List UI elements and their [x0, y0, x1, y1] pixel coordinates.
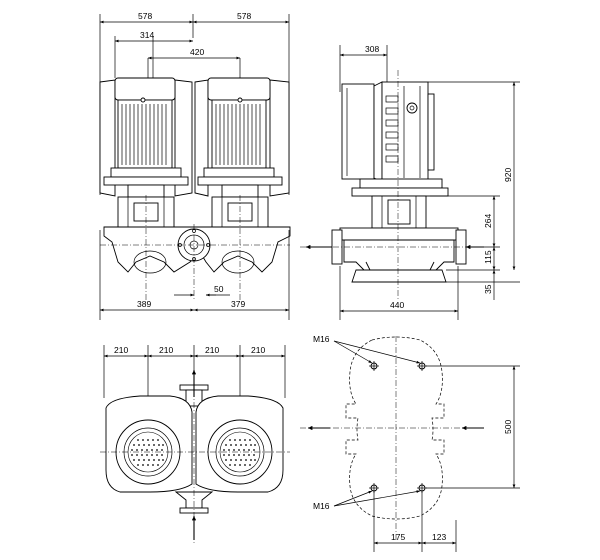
pump-head-right — [195, 395, 284, 493]
bolt-holes — [369, 361, 427, 493]
dim-578-right: 578 — [237, 11, 251, 21]
dim-50: 50 — [214, 284, 224, 294]
dim-379: 379 — [231, 299, 245, 309]
dim-500: 500 — [503, 420, 513, 434]
bolt-label-bottom: M16 — [313, 501, 330, 511]
stand-side — [371, 195, 427, 229]
dim-578-left: 578 — [138, 11, 152, 21]
dim-210-a: 210 — [114, 345, 128, 355]
dim-314: 314 — [140, 30, 154, 40]
dim-35: 35 — [483, 284, 493, 294]
pump-housing-front — [100, 195, 291, 300]
bolt-label-top: M16 — [313, 334, 330, 344]
pump-head-left — [105, 395, 193, 493]
plan-view: 210 210 210 210 — [100, 345, 290, 545]
dim-420: 420 — [190, 47, 204, 57]
dim-308: 308 — [365, 44, 379, 54]
motor-side — [341, 81, 449, 197]
base-view: M16 M16 500 175 123 — [300, 334, 520, 552]
dim-210-d: 210 — [251, 345, 265, 355]
dim-210-c: 210 — [205, 345, 219, 355]
dim-389: 389 — [137, 299, 151, 309]
dim-264: 264 — [483, 214, 493, 228]
motor-left — [99, 77, 193, 198]
dim-123: 123 — [432, 532, 446, 542]
coupling-stands — [117, 196, 269, 228]
side-view: 308 — [300, 44, 520, 320]
dim-115: 115 — [483, 250, 493, 264]
footprint-outline — [345, 336, 445, 520]
dim-175: 175 — [391, 532, 405, 542]
front-view: 578 578 314 420 — [99, 11, 291, 320]
dim-440: 440 — [390, 300, 404, 310]
dim-920: 920 — [503, 168, 513, 182]
motor-right — [194, 77, 290, 198]
dim-210-b: 210 — [159, 345, 173, 355]
pump-housing-side — [300, 70, 470, 300]
